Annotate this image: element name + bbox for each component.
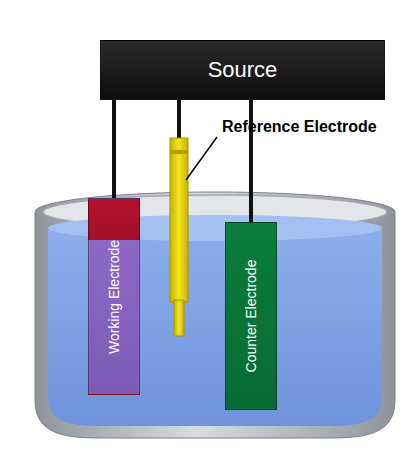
beaker-body: [35, 192, 395, 438]
source-box: Source: [100, 40, 385, 100]
source-label: Source: [208, 57, 278, 83]
electrode-label: Counter Electrode: [243, 260, 259, 373]
reference-electrode-band: [170, 150, 188, 154]
working-electrode: Working Electrode: [88, 198, 140, 395]
reference-wire: [177, 100, 181, 140]
lead-wire: [112, 100, 116, 198]
reference-electrode-tube: [170, 138, 188, 302]
electrode-label: Working Electrode: [106, 239, 122, 353]
callout-label: Reference Electrode: [222, 118, 377, 136]
reference-electrode-tip: [174, 300, 184, 336]
counter-electrode: Counter Electrode: [225, 222, 277, 410]
leader-line: [186, 137, 217, 180]
